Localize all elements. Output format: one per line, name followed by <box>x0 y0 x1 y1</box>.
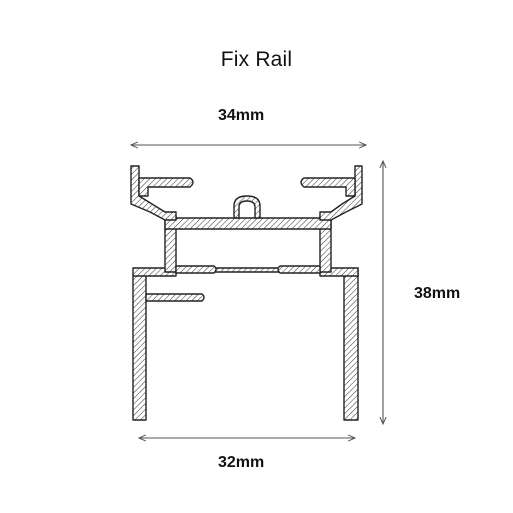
right-inner-arm <box>277 265 321 274</box>
left-upper-flange <box>130 165 177 221</box>
bottom-width-label: 32mm <box>218 454 265 471</box>
right-upper-flange <box>319 165 363 221</box>
left-lower-arm <box>145 293 205 302</box>
diagram-title: Fix Rail <box>220 48 293 71</box>
height-label: 38mm <box>414 285 461 302</box>
right-top-lip <box>300 177 356 197</box>
left-top-lip <box>138 177 194 197</box>
left-inner-arm <box>175 265 217 274</box>
center-clip <box>233 195 261 219</box>
left-wall <box>132 267 147 421</box>
center-crossbar <box>164 217 332 230</box>
right-wall <box>343 267 359 421</box>
rail-profile <box>130 165 363 421</box>
top-width-label: 34mm <box>218 107 265 124</box>
dimension-lines <box>131 145 383 438</box>
